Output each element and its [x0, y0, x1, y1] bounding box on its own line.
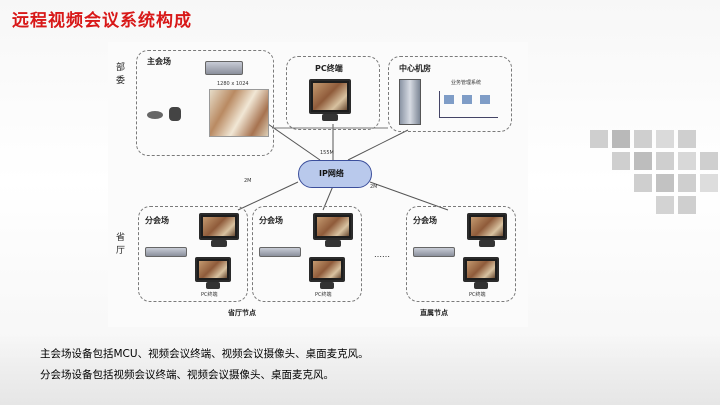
branch-label-3: 分会场 [413, 216, 437, 225]
branch-zone-3: 分会场 PC终端 [406, 206, 516, 302]
link-top-label: 155M [320, 150, 334, 156]
branch-terminal-icon-2 [259, 247, 301, 257]
branch-tv-icon-1 [199, 213, 239, 247]
branch-zone-2: 分会场 PC终端 [252, 206, 362, 302]
camera-icon [169, 107, 181, 121]
branch-label-1: 分会场 [145, 216, 169, 225]
link-right-label: 2M [370, 184, 378, 190]
main-venue-zone: 主会场 1280 x 1024 [136, 50, 274, 156]
ellipsis: …… [374, 250, 390, 259]
pc-monitor-icon [309, 79, 351, 121]
slide-title: 远程视频会议系统构成 [12, 11, 192, 31]
branch-tv-icon-3 [467, 213, 507, 247]
branch-terminal-icon-1 [145, 247, 187, 257]
branch-pc-icon-2 [309, 257, 345, 289]
center-room-zone: 中心机房 业务管理系统 [388, 56, 512, 132]
footer-left-label: 省厅节点 [228, 309, 256, 317]
mcu-device-icon [205, 61, 243, 75]
branch-tv-icon-2 [313, 213, 353, 247]
side-label-top: 部委 [116, 63, 126, 86]
resolution-label: 1280 x 1024 [217, 81, 249, 87]
branch-pc-icon-3 [463, 257, 499, 289]
center-room-label: 中心机房 [399, 64, 431, 73]
mgmt-network-icon [439, 91, 498, 118]
link-left-label: 2M [244, 178, 252, 184]
decorative-squares [580, 120, 720, 240]
caption-main-venue: 主会场设备包括MCU、视频会议终端、视频会议摄像头、桌面麦克风。 [40, 348, 369, 360]
mgmt-system-label: 业务管理系统 [451, 80, 482, 86]
meeting-photo [209, 89, 269, 137]
side-label-bottom: 省厅 [116, 233, 126, 256]
main-venue-label: 主会场 [147, 57, 171, 66]
system-diagram: 部委 省厅 主会场 1280 x 1024 PC终端 中心机房 业务管理系统 1… [108, 42, 528, 327]
ip-network-label: IP网络 [319, 169, 344, 178]
server-rack-icon [399, 79, 421, 125]
branch-zone-1: 分会场 PC终端 [138, 206, 248, 302]
branch-pc-label-2: PC终端 [315, 292, 332, 298]
branch-terminal-icon-3 [413, 247, 455, 257]
branch-pc-label-3: PC终端 [469, 292, 486, 298]
bottom-wave-decoration [0, 335, 720, 405]
pc-terminal-zone: PC终端 [286, 56, 380, 130]
branch-pc-icon-1 [195, 257, 231, 289]
caption-branch-venue: 分会场设备包括视频会议终端、视频会议摄像头、桌面麦克风。 [40, 369, 334, 381]
branch-label-2: 分会场 [259, 216, 283, 225]
microphone-icon [147, 111, 163, 119]
footer-right-label: 直属节点 [420, 309, 448, 317]
branch-pc-label-1: PC终端 [201, 292, 218, 298]
pc-terminal-label: PC终端 [315, 64, 343, 73]
ip-network-cloud-icon [298, 160, 372, 188]
